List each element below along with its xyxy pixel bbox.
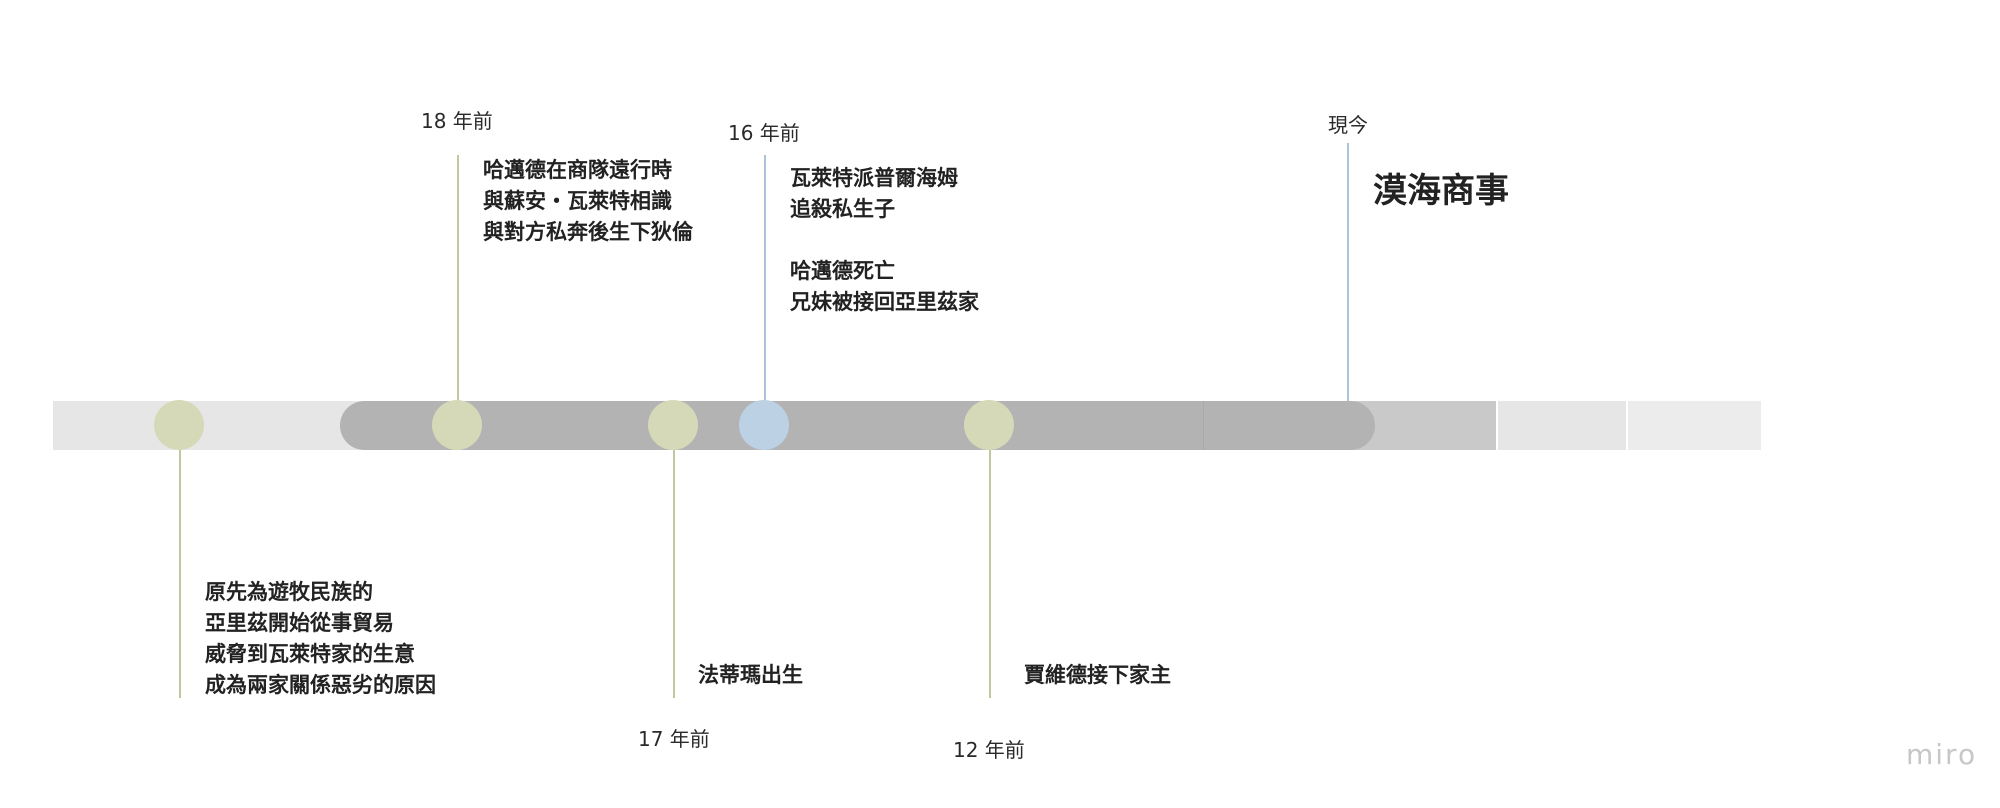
event-birth-line: 法蒂瑪出生 xyxy=(698,663,803,687)
timeline-track-right-b xyxy=(1498,401,1626,450)
label-12-years-ago: 12 年前 xyxy=(953,738,1025,762)
event-origin-line: 成為兩家關係惡劣的原因 xyxy=(205,673,436,697)
timeline-track-right-c xyxy=(1628,401,1761,450)
label-present: 現今 xyxy=(1328,113,1368,137)
event-spacer xyxy=(790,225,979,256)
event-origin-line: 威脅到瓦萊特家的生意 xyxy=(205,642,415,666)
event-meet: 哈邁德在商隊遠行時 與蘇安・瓦萊特相識 與對方私奔後生下狄倫 xyxy=(483,155,693,248)
event-death-line: 兄妹被接回亞里茲家 xyxy=(790,290,979,314)
timeline-dot-17[interactable] xyxy=(648,400,698,450)
timeline-dot-18[interactable] xyxy=(432,400,482,450)
timeline-dot-origin[interactable] xyxy=(154,400,204,450)
event-origin-line: 原先為遊牧民族的 xyxy=(205,580,373,604)
timeline-track-dark xyxy=(340,401,1375,450)
event-pursuit-line: 瓦萊特派普爾海姆 xyxy=(790,166,958,190)
label-17-years-ago: 17 年前 xyxy=(638,727,710,751)
event-meet-line: 與對方私奔後生下狄倫 xyxy=(483,220,693,244)
timeline-dot-12[interactable] xyxy=(964,400,1014,450)
connector-now xyxy=(1347,143,1349,401)
connector-18 xyxy=(457,155,459,401)
event-birth: 法蒂瑪出生 xyxy=(698,660,803,691)
label-16-years-ago: 16 年前 xyxy=(728,121,800,145)
event-origin: 原先為遊牧民族的 亞里茲開始從事貿易 威脅到瓦萊特家的生意 成為兩家關係惡劣的原… xyxy=(205,577,436,701)
label-18-years-ago: 18 年前 xyxy=(421,109,493,133)
event-death-line: 哈邁德死亡 xyxy=(790,259,895,283)
connector-12 xyxy=(989,450,991,698)
event-meet-line: 與蘇安・瓦萊特相識 xyxy=(483,189,672,213)
connector-16 xyxy=(764,155,766,401)
event-heir-line: 賈維德接下家主 xyxy=(1024,663,1171,687)
connector-origin xyxy=(179,450,181,698)
miro-logo: miro xyxy=(1906,738,1978,771)
present-title: 漠海商事 xyxy=(1373,171,1509,211)
event-heir: 賈維德接下家主 xyxy=(1024,660,1171,691)
event-pursuit-line: 追殺私生子 xyxy=(790,197,895,221)
event-origin-line: 亞里茲開始從事貿易 xyxy=(205,611,394,635)
timeline-track-dark-seam xyxy=(1203,401,1204,450)
connector-17 xyxy=(673,450,675,698)
event-meet-line: 哈邁德在商隊遠行時 xyxy=(483,158,672,182)
timeline-dot-16[interactable] xyxy=(739,400,789,450)
event-pursuit-and-death: 瓦萊特派普爾海姆 追殺私生子 哈邁德死亡 兄妹被接回亞里茲家 xyxy=(790,163,979,318)
